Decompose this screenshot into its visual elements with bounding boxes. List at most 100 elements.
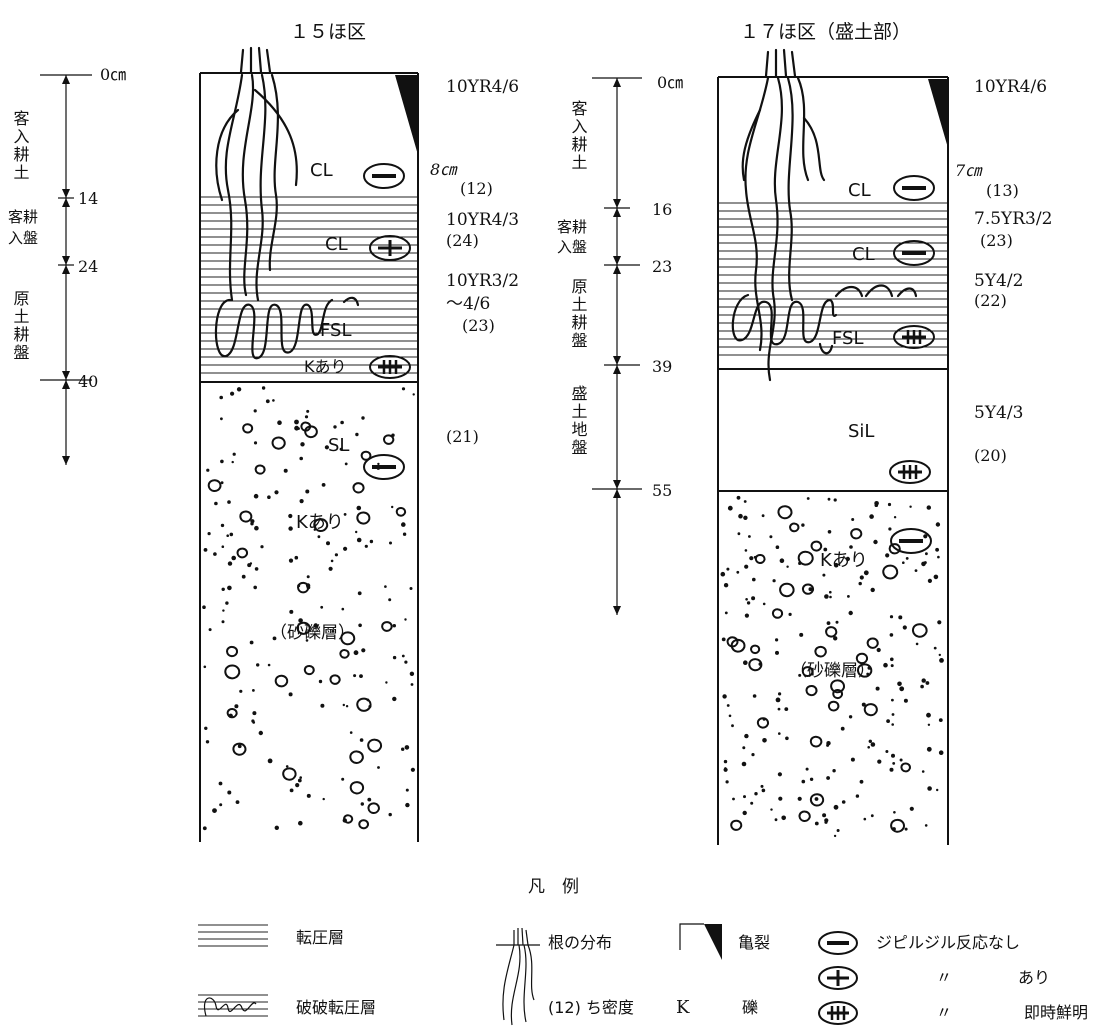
sand-dot	[731, 724, 734, 727]
reaction-immediate-icon	[894, 326, 934, 348]
gravel-pebble	[256, 465, 265, 473]
sand-dot	[753, 694, 757, 698]
sand-dot	[252, 711, 256, 715]
gravel-pebble	[357, 513, 369, 524]
sand-dot	[869, 740, 872, 743]
sand-dot	[934, 575, 939, 580]
sand-dot	[413, 393, 415, 395]
gravel-pebble	[883, 566, 897, 579]
gravel-layer-17: （砂礫層）	[790, 661, 875, 681]
sand-dot	[762, 738, 767, 743]
gravel-pebble	[340, 650, 348, 658]
reaction-none-icon	[894, 241, 934, 265]
sand-dot	[219, 396, 223, 400]
sand-dot	[856, 794, 859, 797]
sand-dot	[743, 795, 746, 798]
sand-dot	[891, 723, 894, 726]
sand-dot	[926, 681, 930, 685]
gravel-pebble	[209, 480, 221, 491]
k-note-15-1: Kあり	[304, 357, 347, 376]
texture-fsl-15: FSL	[320, 320, 352, 341]
sand-dot	[910, 807, 914, 811]
sand-dot	[305, 490, 309, 494]
sand-dot	[935, 548, 939, 552]
sand-dot	[744, 734, 748, 738]
gravel-pebble	[815, 647, 825, 657]
sand-dot	[268, 664, 271, 667]
sand-dot	[298, 821, 303, 826]
sand-dot	[353, 674, 356, 677]
gravel-pebble	[368, 740, 381, 752]
sand-dot	[742, 746, 745, 749]
sand-dot	[266, 399, 270, 403]
sand-dot	[824, 594, 829, 599]
legend-crack: 亀裂	[738, 933, 770, 952]
root-distribution-icon	[496, 928, 540, 1025]
crack-icon	[680, 924, 722, 960]
sand-dot	[393, 624, 396, 627]
sand-dot	[389, 813, 392, 816]
reaction-none-icon	[819, 932, 857, 954]
sand-dot	[745, 598, 748, 601]
horizon-imported-pan-17-a: 客耕	[557, 218, 587, 236]
gravel-pebble	[780, 584, 794, 596]
sand-dot	[883, 663, 888, 668]
sand-dot	[267, 495, 271, 499]
sand-dot	[404, 661, 407, 664]
sand-dot	[355, 433, 358, 436]
sand-dot	[936, 789, 938, 791]
sand-dot	[754, 792, 757, 795]
gravel-pebble	[351, 782, 363, 793]
sand-dot	[251, 719, 254, 722]
sand-dot	[873, 540, 877, 544]
sand-dot	[824, 821, 827, 824]
sand-dot	[306, 410, 309, 413]
sand-dot	[738, 532, 741, 535]
sand-dot	[403, 533, 406, 536]
sand-dot	[888, 503, 891, 506]
reaction-positive-icon	[370, 236, 410, 260]
texture-cl-17-1: CL	[848, 180, 871, 201]
sand-dot	[775, 651, 779, 655]
sand-dot	[890, 615, 893, 618]
sand-dot	[748, 535, 751, 538]
sand-dot	[307, 794, 311, 798]
sand-dot	[869, 514, 874, 519]
sand-dot	[252, 689, 255, 692]
sand-dot	[890, 633, 894, 637]
gravel-pebble	[901, 763, 910, 771]
sand-dot	[903, 625, 907, 629]
depth-55-17: 55	[652, 481, 672, 500]
sand-dot	[769, 535, 772, 538]
sand-dot	[410, 672, 414, 676]
sand-dot	[727, 704, 730, 707]
sand-dot	[828, 530, 832, 534]
gravel-pebble	[773, 609, 782, 617]
sand-dot	[849, 611, 853, 615]
sand-dot	[776, 698, 781, 703]
horizon-topsoil-15: 客入耕土	[11, 110, 30, 182]
sand-dot	[890, 658, 894, 662]
sand-dot	[724, 768, 728, 772]
sand-dot	[268, 759, 273, 764]
gravel-pebble	[305, 666, 314, 674]
legend-ditto-2: 〃	[936, 1003, 952, 1022]
sand-dot	[789, 613, 792, 616]
reaction-none-icon	[894, 176, 934, 200]
sand-dot	[937, 556, 940, 559]
sand-dot	[829, 596, 832, 599]
sand-dot	[405, 745, 410, 750]
sand-dot	[802, 780, 806, 784]
sand-dot	[227, 500, 231, 504]
sand-dot	[916, 643, 919, 646]
color-17-4: 5Y4/3	[974, 403, 1023, 423]
sand-dot	[259, 731, 263, 735]
legend-compaction-layer: 転圧層	[296, 928, 344, 947]
sand-dot	[898, 615, 902, 619]
sand-dot	[323, 798, 325, 800]
texture-cl-15-2: CL	[325, 234, 348, 255]
gravel-pebble	[868, 639, 878, 648]
sand-dot	[284, 469, 288, 473]
sand-dot	[778, 772, 782, 776]
sand-dot	[274, 490, 278, 494]
